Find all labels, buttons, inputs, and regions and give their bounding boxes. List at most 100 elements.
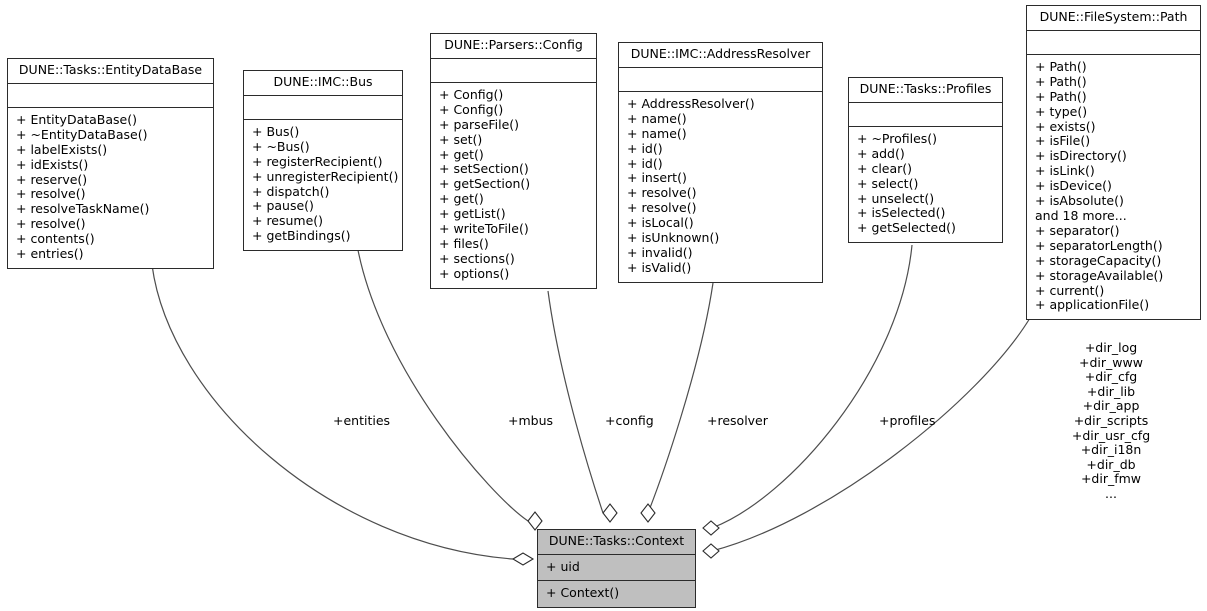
edge-label-line: +dir_scripts [1073, 412, 1149, 428]
class-attributes-entity-database [8, 84, 213, 108]
class-node-profiles[interactable]: DUNE::Tasks::Profiles + ~Profiles() + ad… [848, 77, 1003, 244]
class-member: + pause() [252, 198, 314, 214]
class-node-entity-database[interactable]: DUNE::Tasks::EntityDataBase + EntityData… [7, 58, 214, 269]
edge-label-dirs: +dir_log +dir_www +dir_cfg +dir_lib +dir… [1052, 340, 1170, 502]
edge-label-line: +dir_usr_cfg [1071, 427, 1151, 443]
class-member: + isLocal() [627, 215, 694, 231]
class-member: + contents() [16, 231, 95, 247]
class-member: + clear() [857, 160, 913, 176]
class-node-path[interactable]: DUNE::FileSystem::Path + Path() + Path()… [1026, 5, 1201, 321]
class-member: + get() [439, 191, 484, 207]
class-member: + exists() [1035, 118, 1096, 134]
class-member: + resume() [252, 213, 324, 229]
class-title-entity-database: DUNE::Tasks::EntityDataBase [8, 59, 213, 84]
class-member: + isUnknown() [627, 230, 720, 246]
class-member: + parseFile() [439, 116, 520, 132]
aggregation-diamond-dirs [702, 543, 720, 559]
class-member: + storageAvailable() [1035, 267, 1164, 283]
class-member: + isFile() [1035, 133, 1091, 149]
class-operations-path: + Path() + Path() + Path() + type() + ex… [1027, 55, 1200, 319]
class-member: + labelExists() [16, 141, 108, 157]
class-member: + id() [627, 155, 663, 171]
class-node-context[interactable]: DUNE::Tasks::Context + uid + Context() [537, 529, 696, 608]
edge-label-line: +dir_lib [1086, 383, 1136, 399]
edge-label-line: +dir_cfg [1084, 369, 1138, 385]
class-member: + getSelected() [857, 220, 956, 236]
class-node-address-resolver[interactable]: DUNE::IMC::AddressResolver + AddressReso… [618, 42, 823, 283]
edge-label-line: ... [1105, 485, 1117, 501]
class-member: + resolve() [16, 186, 86, 202]
class-member: and 18 more... [1035, 207, 1127, 223]
class-member: + separatorLength() [1035, 237, 1163, 253]
class-member: + dispatch() [252, 183, 330, 199]
class-member: + Path() [1035, 58, 1087, 74]
class-member: + Bus() [252, 123, 300, 139]
edge-label-line: +dir_www [1079, 354, 1143, 370]
edge-label-line: +dir_db [1086, 456, 1136, 472]
class-member: + applicationFile() [1035, 297, 1150, 313]
class-attributes-context: + uid [538, 554, 695, 581]
class-member: + Path() [1035, 73, 1087, 89]
class-member: + name() [627, 125, 687, 141]
class-member: + isDevice() [1035, 178, 1112, 194]
aggregation-diamond-resolver [640, 503, 656, 523]
class-member: + isValid() [627, 259, 692, 275]
class-member: + add() [857, 145, 905, 161]
class-node-bus[interactable]: DUNE::IMC::Bus + Bus() + ~Bus() + regist… [243, 70, 403, 252]
class-operations-config: + Config() + Config() + parseFile() + se… [431, 83, 596, 288]
class-member: + storageCapacity() [1035, 252, 1162, 268]
class-member: + name() [627, 110, 687, 126]
class-member: + reserve() [16, 171, 88, 187]
class-member: + resolveTaskName() [16, 201, 150, 217]
class-attributes-address-resolver [619, 68, 822, 92]
aggregation-diamond-profiles [702, 520, 720, 536]
class-member: + idExists() [16, 156, 89, 172]
class-operations-profiles: + ~Profiles() + add() + clear() + select… [849, 127, 1002, 242]
class-title-path: DUNE::FileSystem::Path [1027, 6, 1200, 31]
class-title-context: DUNE::Tasks::Context [538, 530, 695, 555]
class-member: + ~EntityDataBase() [16, 126, 148, 142]
edge-label-entities: +entities [333, 413, 391, 428]
edge-label-line: +dir_app [1082, 398, 1140, 414]
class-member: + id() [627, 140, 663, 156]
class-member: + sections() [439, 250, 515, 266]
edge-label-line: +dir_log [1084, 340, 1138, 355]
class-member: + resolve() [627, 185, 697, 201]
class-member: + set() [439, 131, 483, 147]
edge-label-line: +dir_i18n [1080, 442, 1142, 458]
edge-path-entities [151, 264, 514, 560]
class-member: + insert() [627, 170, 687, 186]
class-title-config: DUNE::Parsers::Config [431, 34, 596, 59]
class-member: + select() [857, 175, 919, 191]
class-member: + writeToFile() [439, 221, 529, 237]
class-member: + resolve() [16, 216, 86, 232]
class-member: + invalid() [627, 244, 693, 260]
class-attributes-profiles [849, 103, 1002, 127]
class-attributes-bus [244, 96, 402, 120]
class-member: + Config() [439, 86, 504, 102]
class-node-config[interactable]: DUNE::Parsers::Config + Config() + Confi… [430, 33, 597, 289]
class-operations-context: + Context() [538, 580, 695, 607]
class-member: + options() [439, 265, 510, 281]
class-title-address-resolver: DUNE::IMC::AddressResolver [619, 43, 822, 68]
edge-path-profiles [711, 244, 913, 529]
class-operations-entity-database: + EntityDataBase() + ~EntityDataBase() +… [8, 108, 213, 268]
class-attributes-config [431, 59, 596, 83]
class-member: + ~Profiles() [857, 130, 938, 146]
class-member: + getBindings() [252, 228, 351, 244]
aggregation-diamond-mbus [527, 511, 543, 531]
aggregation-diamond-config [602, 503, 618, 523]
class-member: + isLink() [1035, 163, 1095, 179]
class-member: + resolve() [627, 200, 697, 216]
class-member: + getSection() [439, 176, 531, 192]
edge-path-resolver [647, 282, 714, 514]
class-member: + files() [439, 235, 489, 251]
class-member: + isAbsolute() [1035, 193, 1124, 209]
edge-path-dirs [711, 317, 1031, 552]
class-title-profiles: DUNE::Tasks::Profiles [849, 78, 1002, 103]
class-member: + Config() [439, 101, 504, 117]
edge-label-profiles: +profiles [879, 413, 936, 428]
class-member: + AddressResolver() [627, 95, 755, 111]
class-member: + isDirectory() [1035, 148, 1127, 164]
